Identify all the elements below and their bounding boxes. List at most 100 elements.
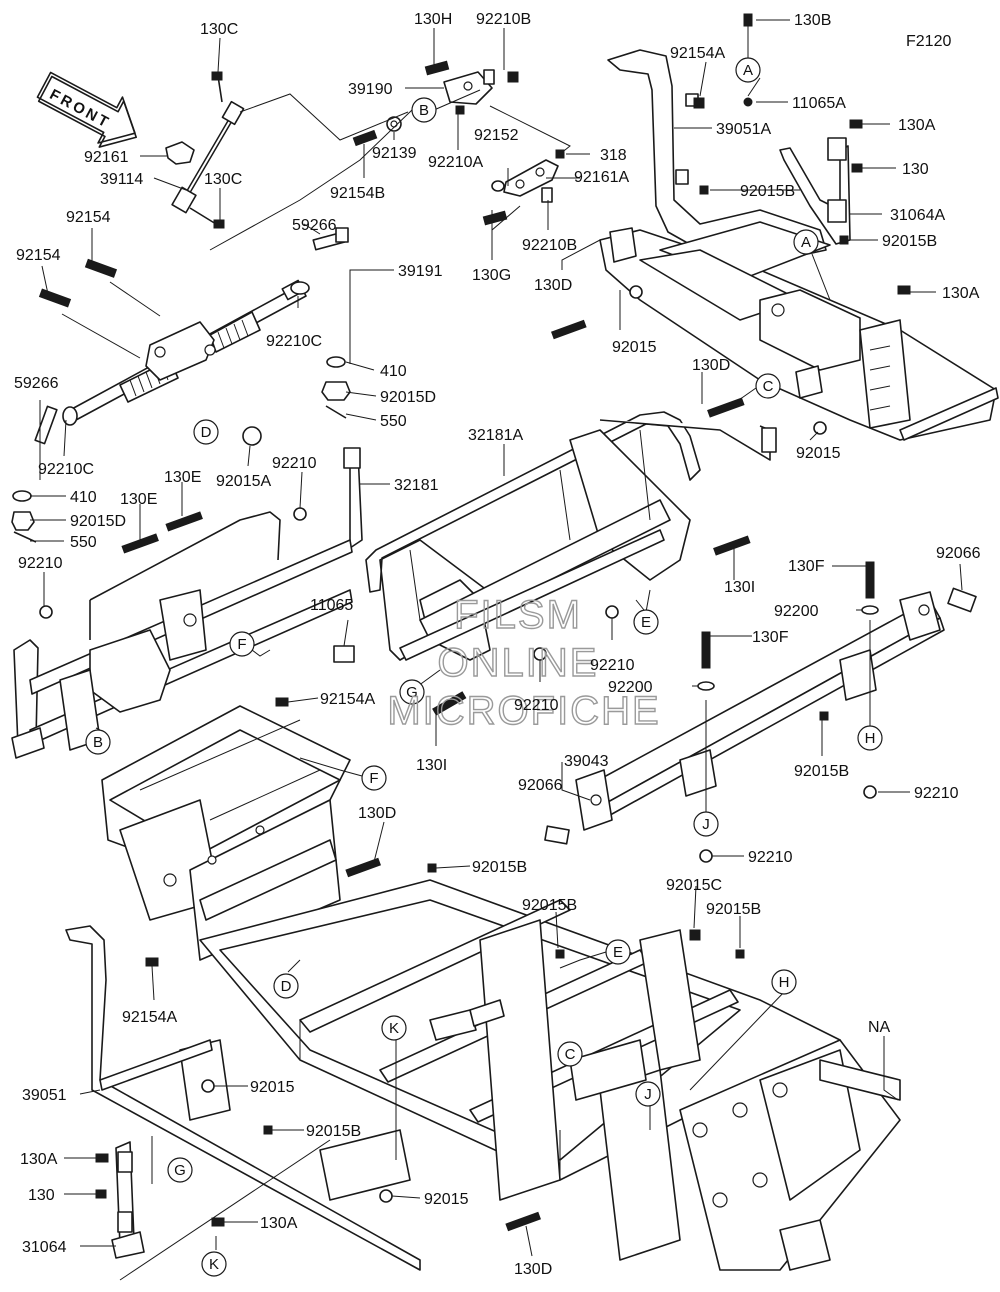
- bolt-92015B-low3: [263, 1125, 273, 1135]
- bolt-130A-low2: [211, 1217, 225, 1227]
- nut-92210-J: [699, 849, 713, 863]
- pad-92066-right: [947, 587, 977, 613]
- callout-130E-a: 130E: [164, 469, 201, 486]
- svg-text:H: H: [865, 730, 876, 747]
- callout-92210-center: 92210: [514, 697, 559, 714]
- bolt-92015B-top: [699, 185, 709, 195]
- svg-text:E: E: [613, 944, 623, 961]
- callout-92139: 92139: [372, 145, 417, 162]
- callout-92066-right: 92066: [936, 545, 981, 562]
- callout-92210-H: 92210: [914, 785, 959, 802]
- callout-92015A: 92015A: [216, 473, 271, 490]
- callout-92210B-top: 92210B: [476, 11, 531, 28]
- callout-130C-mid: 130C: [204, 171, 242, 188]
- callout-130-low: 130: [28, 1187, 55, 1204]
- svg-text:MICROFICHE: MICROFICHE: [387, 689, 660, 733]
- bolt-130A-top: [849, 119, 863, 129]
- callout-92200-b: 92200: [608, 679, 653, 696]
- callout-92066-mid: 92066: [518, 777, 563, 794]
- svg-text:H: H: [779, 974, 790, 991]
- leader-lines: [30, 19, 963, 1281]
- callout-130H: 130H: [414, 11, 452, 28]
- ref-circles: A A B B C C D D E E F F G G H H J J K K: [85, 57, 883, 1277]
- svg-text:K: K: [389, 1020, 399, 1037]
- ref-C-top: C: [755, 373, 781, 399]
- callout-92210-mid: 92210: [590, 657, 635, 674]
- callout-92161: 92161: [84, 149, 129, 166]
- svg-text:A: A: [801, 234, 811, 251]
- callout-130A-top: 130A: [898, 117, 936, 134]
- callout-32181: 32181: [394, 477, 439, 494]
- bolt-130F-mid: [701, 631, 711, 669]
- callout-92015-mid: 92015: [796, 445, 841, 462]
- ref-K-low2: K: [201, 1251, 227, 1277]
- rops-frame-32181A: [365, 411, 777, 661]
- svg-text:G: G: [406, 684, 418, 701]
- callout-39043: 39043: [564, 753, 609, 770]
- bolt-92015B-low2: [735, 949, 745, 959]
- svg-text:B: B: [419, 102, 429, 119]
- ref-A-top: A: [735, 57, 761, 83]
- callout-130D-bottom: 130D: [514, 1261, 552, 1278]
- callout-92015D-left: 92015D: [70, 513, 126, 530]
- callout-130D-center: 130D: [358, 805, 396, 822]
- callout-92210B-mid: 92210B: [522, 237, 577, 254]
- ref-G-top: G: [399, 679, 425, 705]
- ref-B-top: B: [411, 97, 437, 123]
- svg-text:FILSM: FILSM: [454, 593, 582, 637]
- callout-130A-low2: 130A: [260, 1215, 298, 1232]
- callout-11065: 11065: [310, 597, 353, 614]
- ref-C-low: C: [557, 1041, 583, 1067]
- callout-92210A: 92210A: [428, 154, 483, 171]
- bolt-92015B-right: [839, 235, 849, 245]
- ref-D-top: D: [193, 419, 219, 445]
- callout-130I-right: 130I: [724, 579, 755, 596]
- callout-92015D-top: 92015D: [380, 389, 436, 406]
- callout-92015B-low1: 92015B: [522, 897, 577, 914]
- callout-92015B-top: 92015B: [740, 183, 795, 200]
- callout-130F-top: 130F: [788, 558, 825, 575]
- svg-text:F: F: [369, 770, 378, 787]
- callout-130-top: 130: [902, 161, 929, 178]
- ref-E-low: E: [605, 939, 631, 965]
- steering-rack: [69, 279, 307, 421]
- bracket-92161A: [482, 149, 565, 226]
- callout-92154A: 92154A: [670, 45, 725, 62]
- ref-J-low: J: [635, 1081, 661, 1107]
- bolt-130-top: [851, 163, 863, 173]
- callout-92015C: 92015C: [666, 877, 722, 894]
- callout-92015B-low3: 92015B: [306, 1123, 361, 1140]
- ref-K-low1: K: [381, 1015, 407, 1041]
- ref-H-right: H: [857, 725, 883, 751]
- callout-92200-a: 92200: [774, 603, 819, 620]
- bolt-130F-top: [865, 561, 875, 599]
- callout-92015B-right: 92015B: [882, 233, 937, 250]
- tie-rod-end-59266-top: [290, 227, 351, 419]
- svg-text:K: K: [209, 1256, 219, 1273]
- plate-92161: [165, 141, 195, 165]
- callout-130A-right: 130A: [942, 285, 980, 302]
- callout-92210-J: 92210: [748, 849, 793, 866]
- callout-130A-low1: 130A: [20, 1151, 58, 1168]
- callout-92210C-top: 92210C: [266, 333, 322, 350]
- ref-H-low: H: [771, 969, 797, 995]
- ref-B-mid: B: [85, 729, 111, 755]
- bolt-130I-center: [432, 691, 467, 716]
- svg-text:E: E: [641, 614, 651, 631]
- bolt-92015C: [689, 929, 701, 941]
- svg-text:C: C: [763, 378, 774, 395]
- bolt-130E-b: [121, 533, 159, 554]
- ref-A-mid: A: [793, 229, 819, 255]
- callout-39051A: 39051A: [716, 121, 771, 138]
- washer-92200-a: [861, 605, 879, 615]
- svg-text:J: J: [644, 1086, 652, 1103]
- svg-text:D: D: [281, 978, 292, 995]
- nut-92015-top: [629, 285, 643, 299]
- callout-92015-top: 92015: [612, 339, 657, 356]
- bolt-130I-right: [713, 535, 751, 556]
- callout-92154-b: 92154: [16, 247, 61, 264]
- pad-92066-mid: [544, 825, 570, 845]
- nut-92015A: [242, 426, 262, 446]
- ref-F-top: F: [229, 631, 255, 657]
- bolt-130D-top: [551, 319, 587, 340]
